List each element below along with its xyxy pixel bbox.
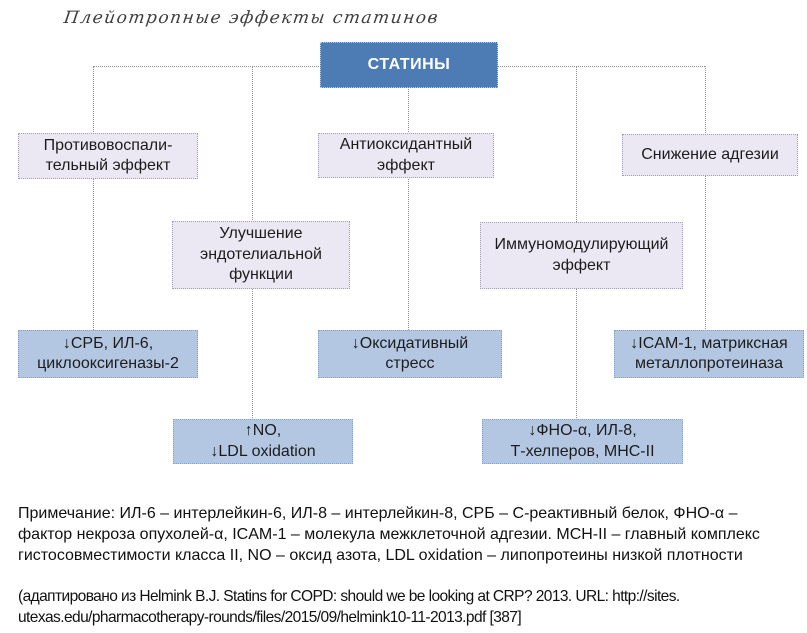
node-anti-inflammatory-effect: Противовоспали- тельный эффект (18, 133, 198, 179)
node-adhesion-reduction: Снижение адгезии (622, 134, 798, 176)
node-oxidative-stress: ↓Оксидативный стресс (318, 330, 502, 378)
node-antioxidant-effect: Антиоксидантный эффект (318, 133, 494, 178)
node-immunomodulatory-effect: Иммуномодулирующий эффект (480, 222, 683, 289)
connector-right (705, 66, 706, 331)
handwritten-title: Плейотропные эффекты статинов (62, 8, 441, 28)
node-endothelial-function: Улучшение эндотелиальной функции (172, 221, 350, 289)
node-icam-mmp: ↓ICAM-1, матриксная металлопротеиназа (614, 330, 804, 378)
node-no-ldl-oxidation: ↑NO, ↓LDL oxidation (173, 419, 353, 464)
abbreviations-note: Примечание: ИЛ-6 – интерлейкин-6, ИЛ-8 –… (18, 505, 760, 564)
connector-left (93, 66, 94, 330)
node-tnf-il8-mhc: ↓ФНО-α, ИЛ-8, Т-хелперов, MHC-II (482, 419, 683, 464)
node-statins: СТАТИНЫ (320, 42, 498, 88)
node-crp-il6-cox2: ↓СРБ, ИЛ-6, циклооксигеназы-2 (18, 330, 198, 378)
connector-center (408, 66, 409, 330)
source-citation: (адаптировано из Helmink B.J. Statins fo… (18, 588, 680, 626)
